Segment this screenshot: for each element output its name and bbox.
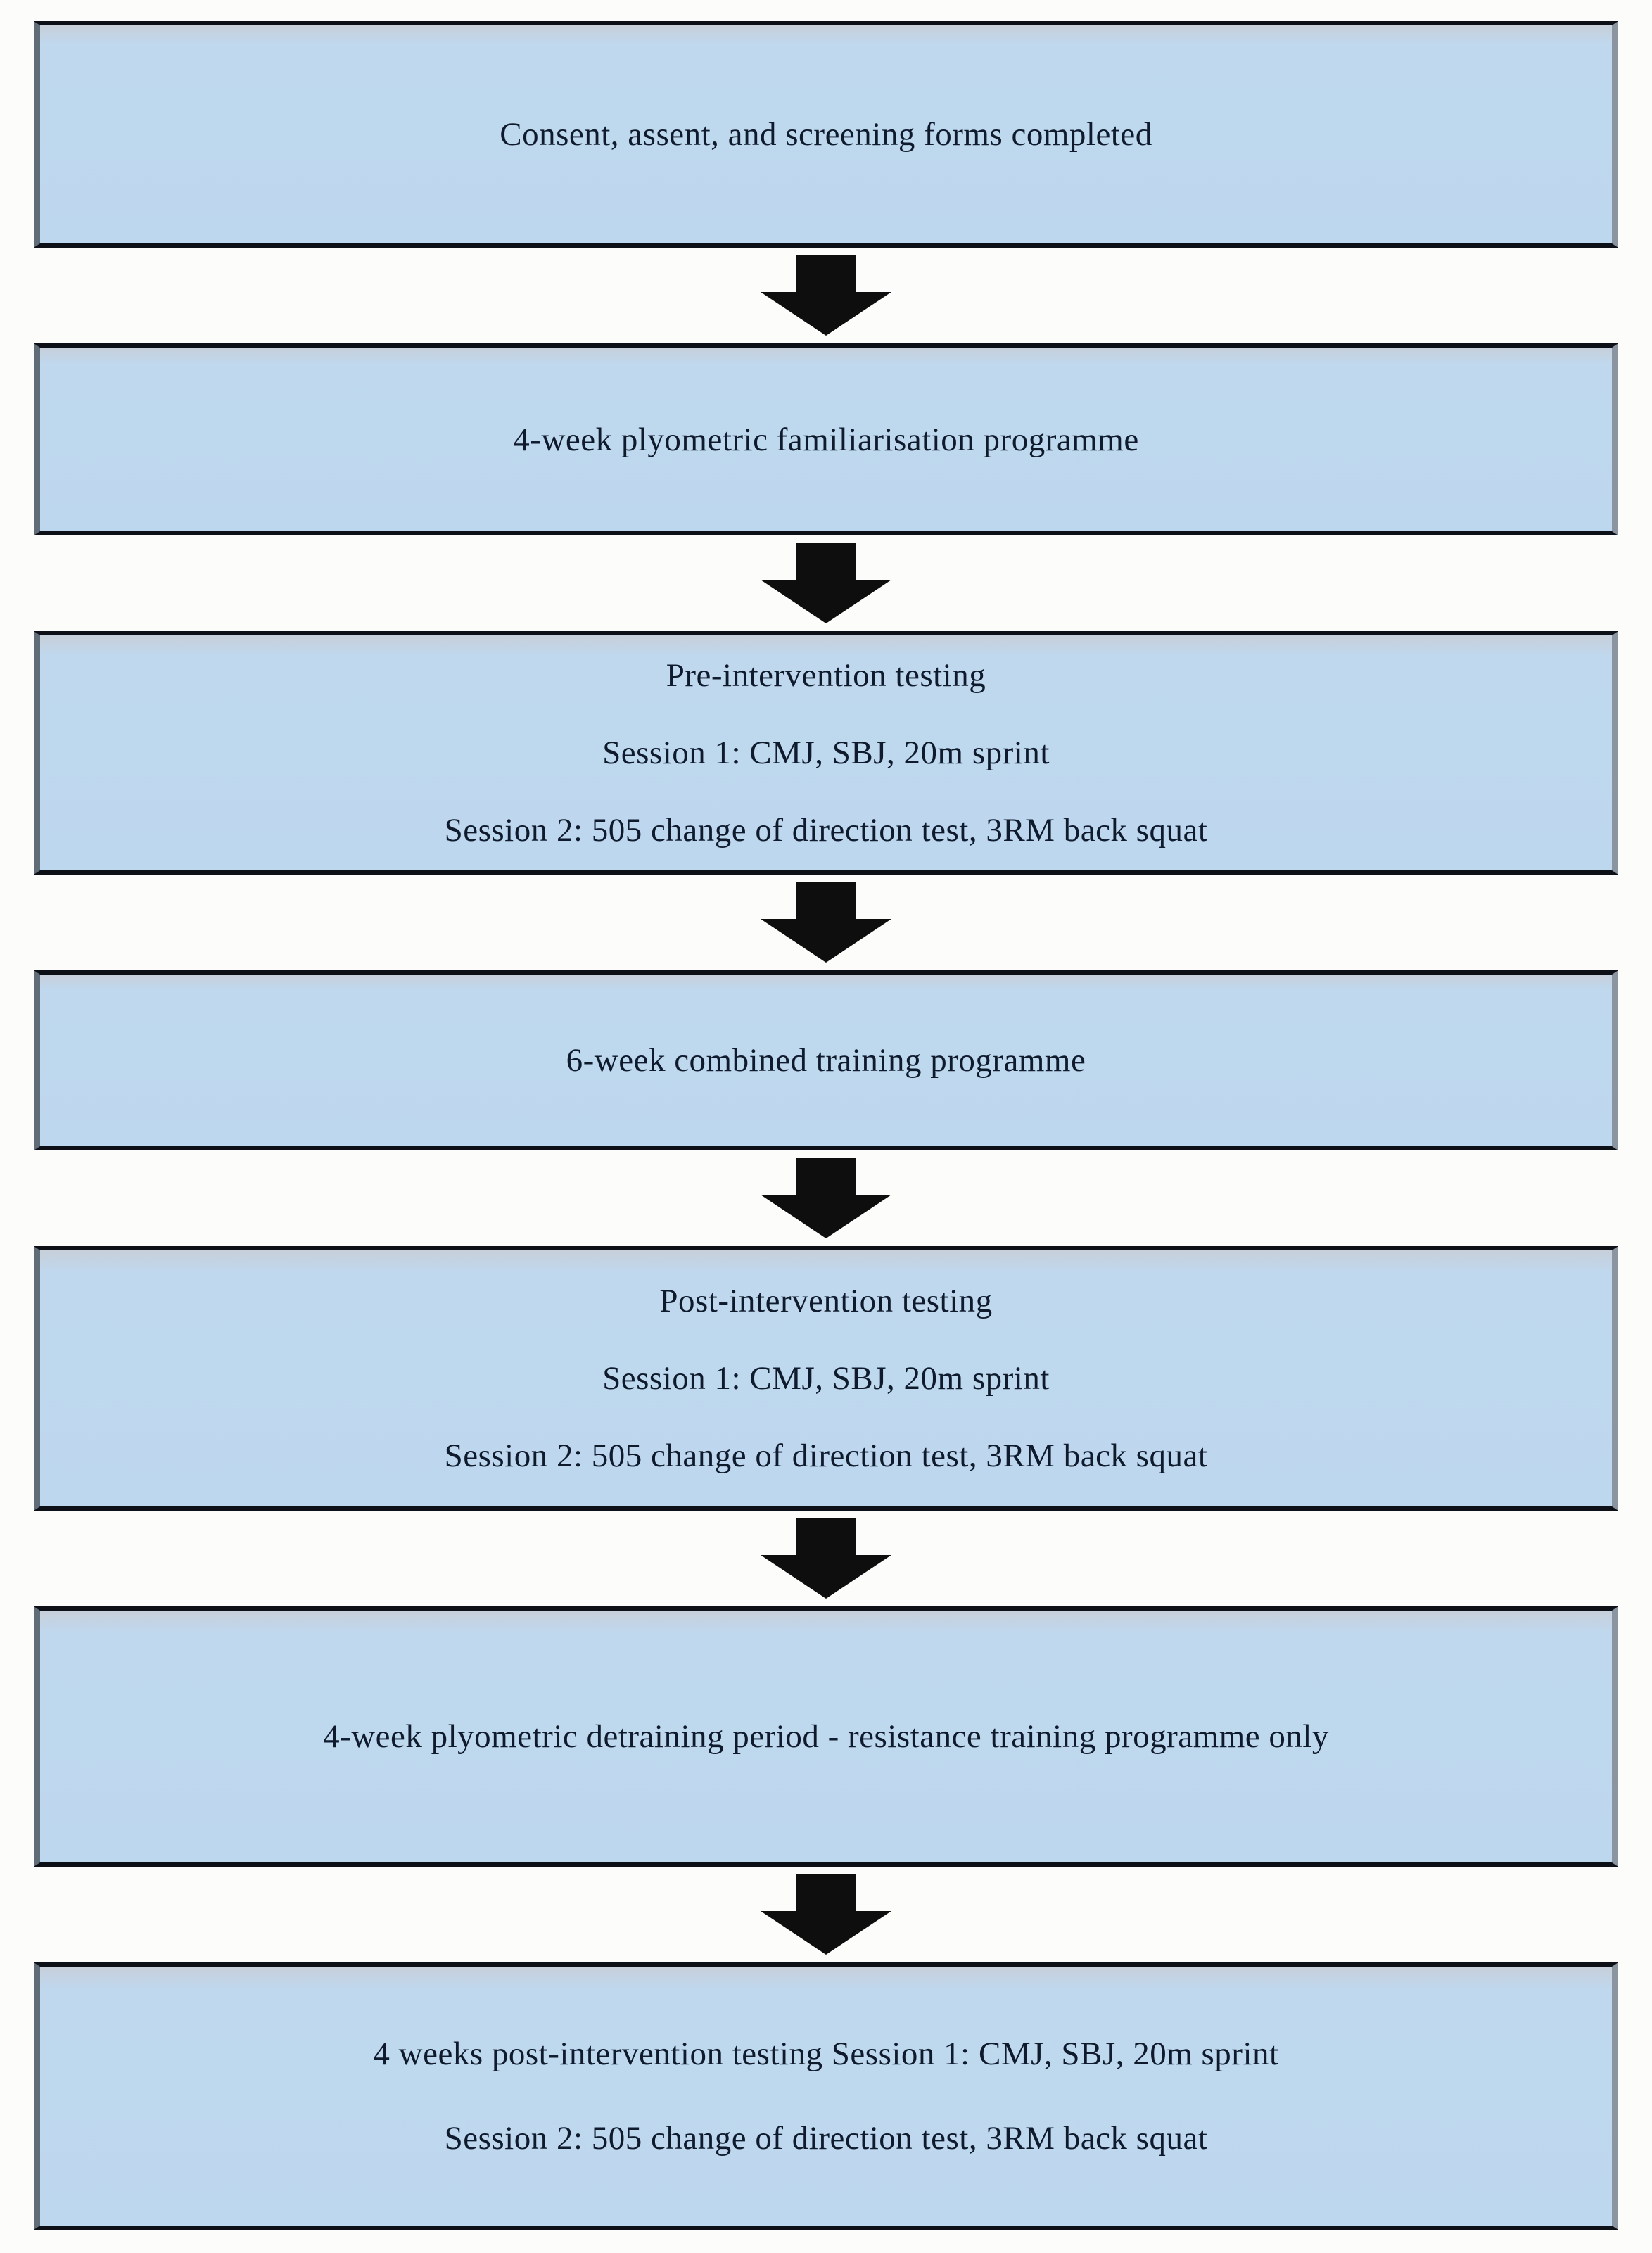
box-line: Session 2: 505 change of direction test,… [444,812,1208,849]
box-line: Session 2: 505 change of direction test,… [444,2120,1208,2157]
box-line: 4-week plyometric detraining period - re… [323,1718,1329,1755]
flow-box-pre-intervention-testing: Pre-intervention testing Session 1: CMJ,… [34,631,1618,875]
arrow-down-icon [761,580,891,623]
arrow-down-icon [796,1518,856,1555]
flow-box-post-intervention-testing: Post-intervention testing Session 1: CMJ… [34,1246,1618,1511]
arrow-down-icon [796,882,856,919]
flow-arrow-5 [0,1511,1652,1606]
arrow-down-icon [796,1158,856,1195]
flow-arrow-4 [0,1150,1652,1246]
box-line: 4-week plyometric familiarisation progra… [513,421,1139,458]
flow-arrow-2 [0,535,1652,631]
arrow-down-icon [796,255,856,292]
flow-arrow-1 [0,248,1652,343]
flow-box-familiarisation: 4-week plyometric familiarisation progra… [34,343,1618,535]
arrow-down-icon [761,1195,891,1238]
arrow-down-icon [761,919,891,963]
arrow-down-icon [796,543,856,580]
flow-arrow-6 [0,1867,1652,1962]
box-line: Pre-intervention testing [666,657,986,694]
arrow-down-icon [761,292,891,336]
arrow-down-icon [761,1911,891,1955]
box-line: Post-intervention testing [659,1283,993,1319]
box-line: 4 weeks post-intervention testing Sessio… [373,2036,1279,2072]
box-line: Session 1: CMJ, SBJ, 20m sprint [602,735,1050,771]
flow-box-detraining: 4-week plyometric detraining period - re… [34,1606,1618,1867]
box-line: 6-week combined training programme [566,1042,1086,1079]
flow-arrow-3 [0,875,1652,970]
arrow-down-icon [761,1555,891,1599]
box-line: Session 2: 505 change of direction test,… [444,1438,1208,1474]
flow-box-four-weeks-post-testing: 4 weeks post-intervention testing Sessio… [34,1962,1618,2230]
box-line: Session 1: CMJ, SBJ, 20m sprint [602,1360,1050,1397]
flow-box-consent: Consent, assent, and screening forms com… [34,21,1618,248]
box-line: Consent, assent, and screening forms com… [500,116,1152,153]
flow-box-combined-training: 6-week combined training programme [34,970,1618,1150]
arrow-down-icon [796,1874,856,1911]
